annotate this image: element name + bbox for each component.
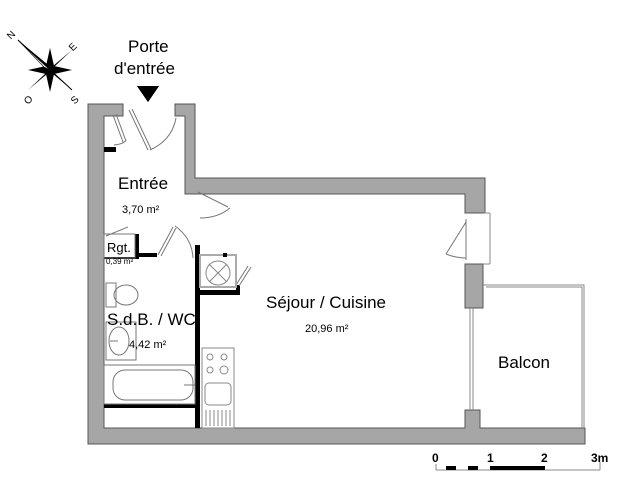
sink bbox=[105, 321, 137, 361]
scale-tick-0: 0 bbox=[432, 451, 439, 465]
balcony-outline bbox=[469, 212, 585, 428]
room-rgt-area: 0,39 m² bbox=[106, 257, 134, 266]
entrance-label-line2: d'entrée bbox=[114, 59, 175, 78]
door-swings bbox=[105, 108, 252, 287]
water-heater bbox=[199, 254, 237, 288]
scale-tick-2: 2 bbox=[541, 451, 548, 465]
bathtub bbox=[103, 364, 196, 405]
room-sejour-area: 20,96 m² bbox=[305, 323, 349, 335]
balcony-door bbox=[445, 219, 467, 260]
room-entree-area: 3,70 m² bbox=[122, 204, 160, 216]
scale-tick-3: 3m bbox=[591, 451, 609, 465]
room-entree-name: Entrée bbox=[118, 174, 169, 193]
room-rgt-name: Rgt. bbox=[107, 240, 131, 255]
exterior-walls bbox=[87, 103, 586, 445]
entrance-label-line1: Porte bbox=[128, 37, 169, 56]
toilet bbox=[105, 282, 139, 308]
compass-rose-icon bbox=[17, 39, 73, 92]
room-sdb-area: 4,42 m² bbox=[129, 339, 167, 351]
room-sejour-name: Séjour / Cuisine bbox=[266, 293, 387, 312]
kitchen bbox=[201, 347, 235, 429]
scale-tick-1: 1 bbox=[487, 451, 494, 465]
room-balcon-name: Balcon bbox=[498, 353, 550, 372]
room-sdb-name: S.d.B. / WC bbox=[107, 310, 196, 329]
